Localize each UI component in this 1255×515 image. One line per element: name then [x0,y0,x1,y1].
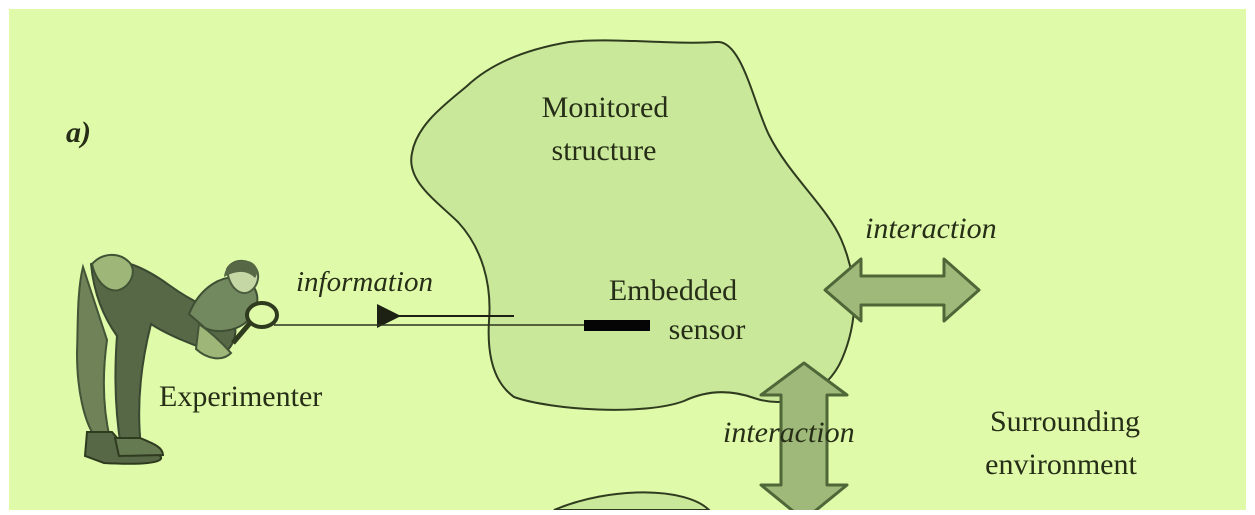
interaction-label-bottom: interaction [723,416,855,449]
monitored-structure-label-line-2: structure [552,134,657,167]
panel-label: a) [66,116,91,149]
embedded-sensor-label-line-2: sensor [669,313,746,346]
surrounding-environment-label-line-1: Surrounding [990,405,1140,438]
embedded-sensor-label-line-1: Embedded [609,274,737,307]
interaction-label-right: interaction [865,212,997,245]
interaction-horizontal-arrow-icon [823,257,981,323]
bottom-structure-shape [553,491,711,510]
diagram-panel: a) Monitored structure Embedded sensor i… [9,9,1246,510]
experimenter-person-magnifying-glass-icon [75,253,279,465]
interaction-vertical-arrow-icon [759,361,849,510]
monitored-structure-label-line-1: Monitored [542,91,669,124]
information-label: information [296,266,433,298]
embedded-sensor-bar-icon [584,320,650,331]
monitored-structure-shape [410,39,856,411]
surrounding-environment-label-line-2: environment [985,448,1137,481]
structural-monitoring-diagram: a) Monitored structure Embedded sensor i… [66,39,1140,510]
experimenter-label: Experimenter [159,380,322,413]
